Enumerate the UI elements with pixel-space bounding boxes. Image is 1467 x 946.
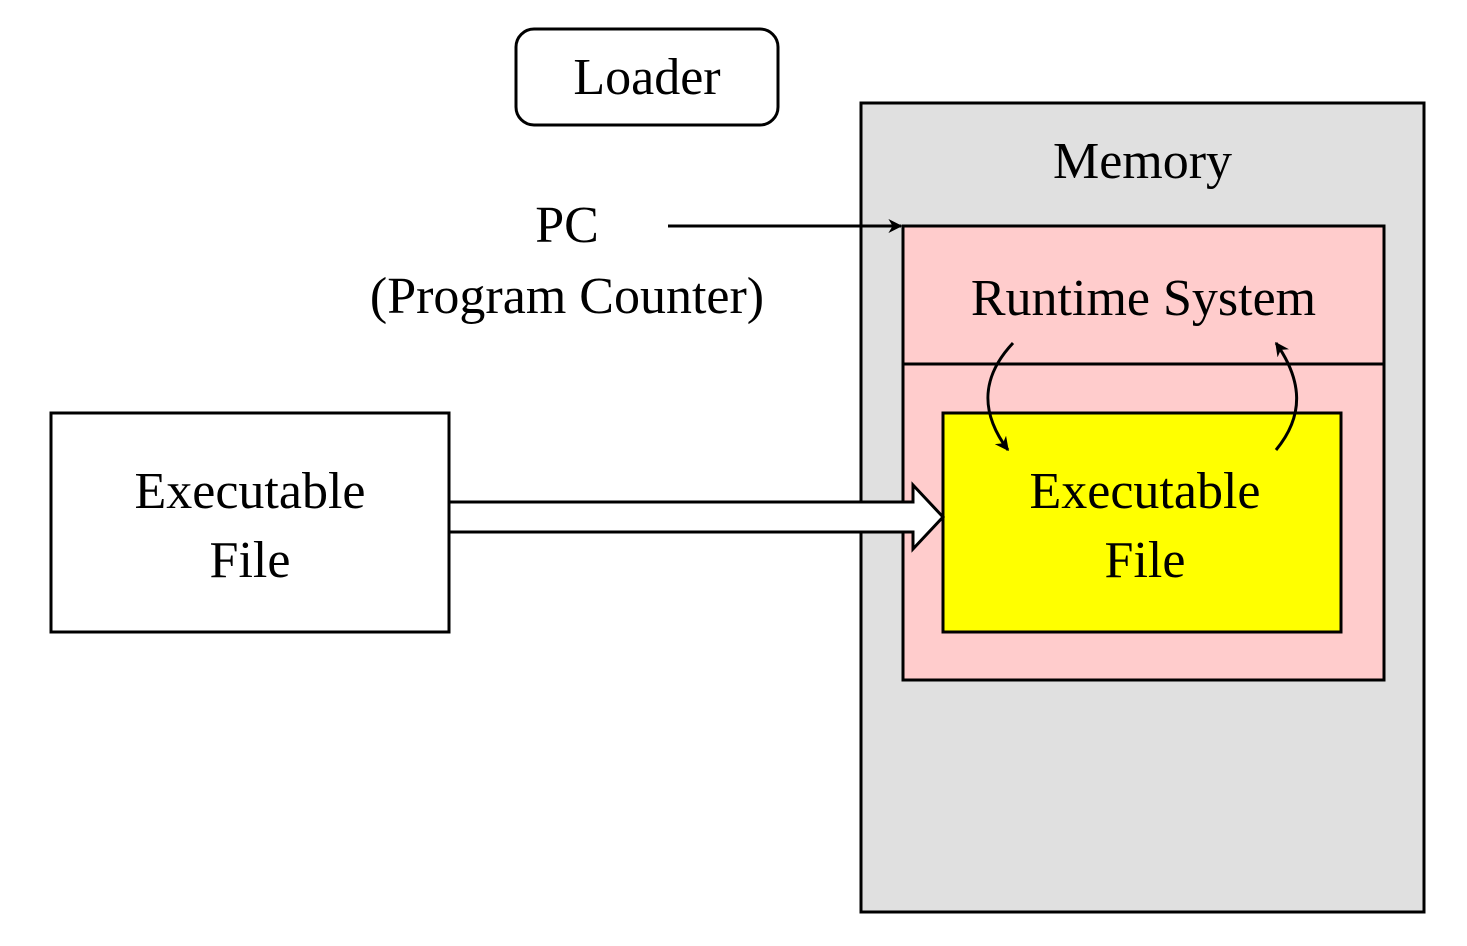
loaded-file-box	[941, 411, 1343, 634]
return-arrow	[1274, 341, 1299, 451]
loaded-file-label-line1: Executable	[1029, 463, 1261, 520]
call-arrow	[986, 341, 1015, 452]
source-file-label-line2: File	[209, 532, 291, 589]
loader-box	[514, 27, 780, 127]
memory-label: Memory	[1052, 133, 1233, 190]
loaded-file-label-line2: File	[1104, 532, 1186, 589]
load-arrow	[447, 481, 946, 553]
loader-label: Loader	[573, 49, 721, 106]
source-file-label-line1: Executable	[134, 463, 366, 520]
pc-sublabel: (Program Counter)	[369, 268, 765, 325]
pc-label: PC	[535, 197, 599, 254]
runtime-system-label: Runtime System	[970, 270, 1317, 327]
source-file-box	[49, 411, 451, 634]
